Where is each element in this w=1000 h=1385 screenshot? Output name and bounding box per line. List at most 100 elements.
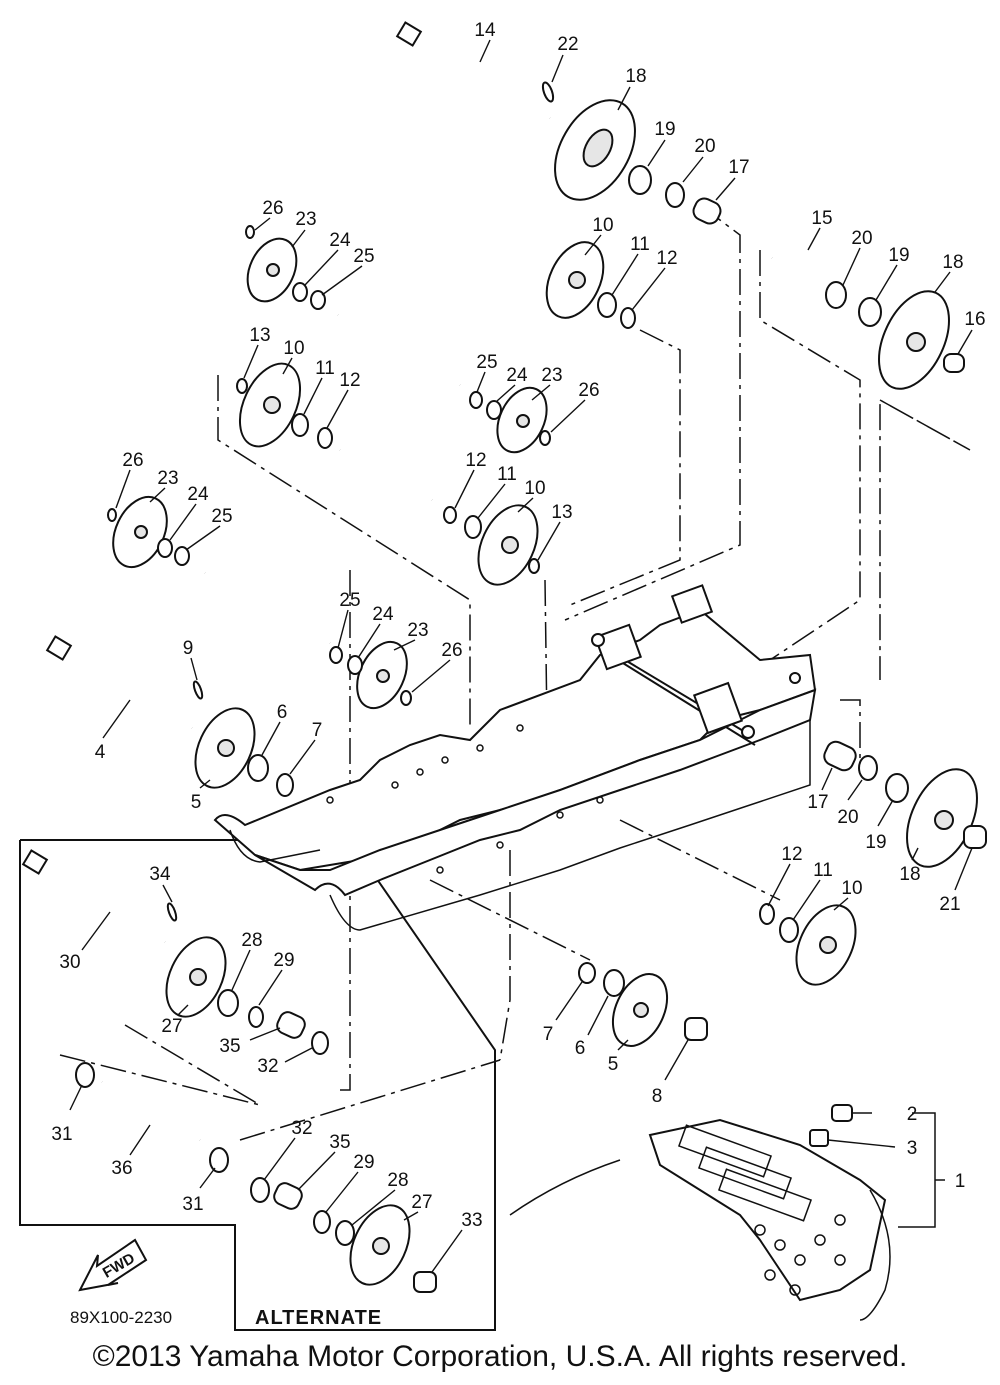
callout-11: 11 xyxy=(497,464,517,485)
wheel-10-left xyxy=(238,362,302,448)
callout-17: 17 xyxy=(728,157,749,178)
callout-bracket-1 xyxy=(898,1112,936,1228)
wheel-5-right xyxy=(611,973,669,1047)
callout-19: 19 xyxy=(654,119,675,140)
callout-31: 31 xyxy=(182,1194,203,1215)
callout-25: 25 xyxy=(476,352,497,373)
wheel-10-mid xyxy=(477,504,539,586)
callout-25: 25 xyxy=(211,506,232,527)
callout-5: 5 xyxy=(608,1054,619,1075)
small-parts xyxy=(75,81,987,1293)
callout-12: 12 xyxy=(656,248,677,269)
callout-30: 30 xyxy=(59,952,80,973)
callout-18: 18 xyxy=(625,66,646,87)
callout-13: 13 xyxy=(249,325,270,346)
alternate-label: ALTERNATE xyxy=(255,1307,382,1329)
copyright-notice: ©2013 Yamaha Motor Corporation, U.S.A. A… xyxy=(92,1340,908,1373)
callout-31: 31 xyxy=(51,1124,72,1145)
callout-25: 25 xyxy=(353,246,374,267)
callout-12: 12 xyxy=(339,370,360,391)
callout-20: 20 xyxy=(837,807,858,828)
callout-18: 18 xyxy=(942,252,963,273)
callout-20: 20 xyxy=(851,228,872,249)
shaft-4 xyxy=(45,635,194,731)
wheel-18-lower xyxy=(906,768,978,868)
callout-11: 11 xyxy=(315,358,335,379)
callout-26: 26 xyxy=(122,450,143,471)
callout-14: 14 xyxy=(474,20,496,41)
callout-24: 24 xyxy=(372,604,394,625)
callout-11: 11 xyxy=(813,860,833,881)
shaft-lower xyxy=(203,570,332,646)
wheel-5-left xyxy=(194,707,256,789)
callout-24: 24 xyxy=(187,484,209,505)
callout-35: 35 xyxy=(219,1036,240,1057)
callout-1: 1 xyxy=(955,1171,966,1192)
callout-22: 22 xyxy=(557,34,578,55)
callout-25: 25 xyxy=(339,590,360,611)
callout-10: 10 xyxy=(524,478,545,499)
shaft-15 xyxy=(768,250,832,294)
callout-23: 23 xyxy=(407,620,428,641)
callout-2: 2 xyxy=(907,1104,918,1125)
callout-10: 10 xyxy=(283,338,304,359)
shaft-middle xyxy=(338,447,434,503)
slide-rail-frame xyxy=(213,584,817,931)
wheel-10-lower xyxy=(795,904,857,986)
callout-15: 15 xyxy=(811,208,832,229)
callout-19: 19 xyxy=(888,245,909,266)
callout-7: 7 xyxy=(312,720,323,741)
callout-23: 23 xyxy=(295,209,316,230)
callout-11: 11 xyxy=(630,234,650,255)
callout-16: 16 xyxy=(964,309,985,330)
shaft-30 xyxy=(21,849,167,945)
callout-23: 23 xyxy=(157,468,178,489)
callout-26: 26 xyxy=(262,198,283,219)
exploded-parts-diagram: FWD 89X100-2230 ALTERNATE 14 22 18 19 20… xyxy=(19,20,987,1331)
callout-10: 10 xyxy=(592,215,613,236)
callout-36: 36 xyxy=(111,1158,132,1179)
wheel-27-a xyxy=(165,936,227,1018)
callout-8: 8 xyxy=(652,1086,663,1107)
wheel-18-right xyxy=(878,290,950,390)
callout-4: 4 xyxy=(95,742,106,763)
shaft-upper xyxy=(336,312,462,388)
callouts: 14 22 18 19 20 17 26 23 24 25 10 11 12 1… xyxy=(51,20,986,1273)
callout-28: 28 xyxy=(241,930,262,951)
shaft-36 xyxy=(97,1074,205,1148)
wheel-18-top xyxy=(554,99,636,201)
callout-34: 34 xyxy=(149,864,171,885)
callout-29: 29 xyxy=(273,950,294,971)
wheel-23-a xyxy=(246,237,298,303)
callout-9: 9 xyxy=(183,638,194,659)
callout-21: 21 xyxy=(939,894,960,915)
callout-7: 7 xyxy=(543,1024,554,1045)
wheel-23-b xyxy=(496,386,548,454)
wheel-23-c xyxy=(112,495,168,569)
track-assembly xyxy=(509,1104,891,1321)
callout-3: 3 xyxy=(907,1138,918,1159)
callout-18: 18 xyxy=(899,864,920,885)
fwd-arrow: FWD xyxy=(78,1238,148,1292)
callout-26: 26 xyxy=(578,380,599,401)
drawing-code: 89X100-2230 xyxy=(70,1308,172,1327)
callout-13: 13 xyxy=(551,502,572,523)
callout-17: 17 xyxy=(807,792,828,813)
callout-35: 35 xyxy=(329,1132,350,1153)
callout-24: 24 xyxy=(329,230,351,251)
callout-32: 32 xyxy=(291,1118,312,1139)
wheel-27-b xyxy=(349,1204,411,1286)
wheel-10-upper xyxy=(545,241,605,319)
callout-27: 27 xyxy=(411,1192,432,1213)
callout-32: 32 xyxy=(257,1056,278,1077)
shaft-14 xyxy=(395,21,552,121)
callout-26: 26 xyxy=(441,640,462,661)
callout-12: 12 xyxy=(781,844,802,865)
callout-19: 19 xyxy=(865,832,886,853)
callout-33: 33 xyxy=(461,1210,482,1231)
callout-27: 27 xyxy=(161,1016,182,1037)
callout-23: 23 xyxy=(541,365,562,386)
callout-24: 24 xyxy=(506,365,528,386)
callout-29: 29 xyxy=(353,1152,374,1173)
callout-20: 20 xyxy=(694,136,715,157)
